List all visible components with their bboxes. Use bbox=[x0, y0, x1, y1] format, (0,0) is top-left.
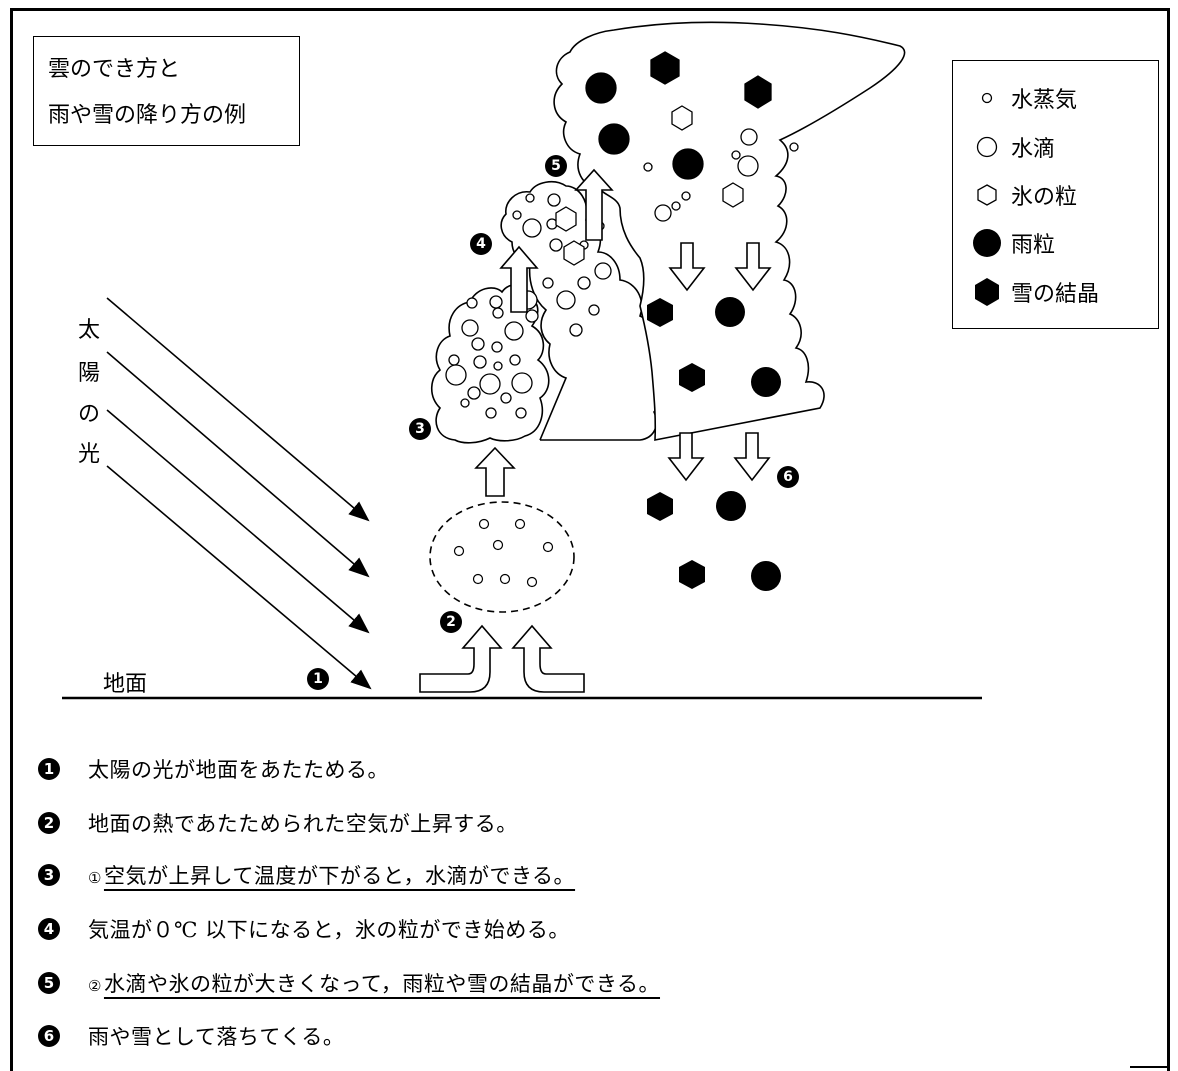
ground-label: 地面 bbox=[103, 672, 148, 697]
sun-ray bbox=[106, 409, 370, 634]
legend-item-droplet: 水滴 bbox=[971, 132, 1055, 162]
title-box: 雲のでき方と 雨や雪の降り方の例 bbox=[33, 36, 300, 146]
up-arrow-to-cloud bbox=[474, 446, 516, 497]
warm-air-arrows bbox=[419, 624, 585, 693]
legend-item-snow: 雪の結晶 bbox=[971, 277, 1099, 307]
sun-ray bbox=[106, 351, 370, 578]
legend: 水蒸気 水滴 氷の粒 雨粒 雪の結晶 bbox=[952, 60, 1159, 329]
step-number-badge: 6 bbox=[38, 1025, 60, 1047]
circle-icon bbox=[971, 132, 1003, 162]
step-5: 5 ②水滴や氷の粒が大きくなって，雨粒や雪の結晶ができる。 bbox=[38, 966, 660, 1000]
legend-item-raindrop: 雨粒 bbox=[971, 228, 1055, 258]
rising-air-parcel bbox=[429, 501, 575, 613]
step-2: 2 地面の熱であたためられた空気が上昇する。 bbox=[38, 806, 518, 840]
step-text: 気温が０℃ 以下になると，氷の粒ができ始める。 bbox=[88, 918, 570, 942]
step-number-badge: 4 bbox=[38, 918, 60, 940]
up-curved-arrow-right bbox=[511, 624, 585, 693]
up-arrow-step5 bbox=[574, 168, 614, 241]
title-line-1: 雲のでき方と bbox=[48, 57, 181, 82]
title-line-2: 雨や雪の降り方の例 bbox=[48, 103, 247, 128]
up-arrow-step4 bbox=[499, 245, 539, 313]
sun-ray bbox=[106, 465, 372, 690]
sunlight-label-char: 太 bbox=[77, 318, 100, 343]
step-text: 水滴や氷の粒が大きくなって，雨粒や雪の結晶ができる。 bbox=[103, 972, 661, 996]
legend-label: 水蒸気 bbox=[1011, 88, 1078, 113]
step-1: 1 太陽の光が地面をあたためる。 bbox=[38, 752, 389, 786]
step-text: 太陽の光が地面をあたためる。 bbox=[88, 758, 389, 782]
middle-cloud-particles bbox=[512, 193, 612, 337]
corner-mark bbox=[1130, 1066, 1170, 1068]
large-cloud bbox=[553, 21, 906, 441]
step-number-badge: 2 bbox=[38, 812, 60, 834]
underline-ref-1: ① bbox=[88, 869, 102, 887]
legend-label: 水滴 bbox=[1011, 137, 1056, 162]
sunlight-label-char: の bbox=[77, 402, 100, 427]
up-curved-arrow-left bbox=[419, 624, 503, 693]
step-3: 3 ①空気が上昇して温度が下がると，水滴ができる。 bbox=[38, 858, 575, 892]
marker-step-2: 2 bbox=[440, 611, 462, 633]
step-number-badge: 5 bbox=[38, 972, 60, 994]
sunlight-label-char: 陽 bbox=[77, 361, 100, 386]
marker-step-3: 3 bbox=[409, 418, 431, 440]
step-text: 地面の熱であたためられた空気が上昇する。 bbox=[88, 812, 518, 836]
sunlight-label-char: 光 bbox=[77, 442, 100, 467]
marker-step-1: 1 bbox=[307, 668, 329, 690]
filled-circle-icon bbox=[971, 228, 1003, 258]
legend-label: 氷の粒 bbox=[1011, 185, 1078, 210]
step-number-badge: 1 bbox=[38, 758, 60, 780]
step-text-container: ①空気が上昇して温度が下がると，水滴ができる。 bbox=[88, 860, 575, 890]
step-text: 雨や雪として落ちてくる。 bbox=[88, 1025, 345, 1049]
outer-frame bbox=[10, 8, 1170, 1071]
filled-hexagon-icon bbox=[971, 277, 1003, 307]
legend-item-vapor: 水蒸気 bbox=[971, 83, 1077, 113]
marker-step-4: 4 bbox=[470, 233, 492, 255]
legend-label: 雨粒 bbox=[1011, 233, 1056, 258]
step-number-badge: 3 bbox=[38, 864, 60, 886]
sunlight-rays bbox=[106, 297, 372, 690]
step-4: 4 気温が０℃ 以下になると，氷の粒ができ始める。 bbox=[38, 912, 570, 946]
marker-step-5: 5 bbox=[545, 155, 567, 177]
falling-arrows-upper bbox=[668, 242, 772, 292]
step-text-container: ②水滴や氷の粒が大きくなって，雨粒や雪の結晶ができる。 bbox=[88, 968, 660, 998]
step-text: 空気が上昇して温度が下がると，水滴ができる。 bbox=[103, 864, 576, 888]
falling-precipitation bbox=[647, 297, 781, 591]
marker-step-6: 6 bbox=[777, 466, 799, 488]
small-circle-icon bbox=[971, 83, 1003, 113]
underline-ref-2: ② bbox=[88, 977, 102, 995]
hexagon-icon bbox=[971, 180, 1003, 210]
large-cloud-particles bbox=[585, 51, 799, 222]
legend-item-ice: 氷の粒 bbox=[971, 180, 1077, 210]
falling-arrows-lower bbox=[667, 432, 771, 482]
sun-ray bbox=[106, 297, 370, 522]
step-6: 6 雨や雪として落ちてくる。 bbox=[38, 1019, 344, 1053]
vapor-in-parcel bbox=[453, 518, 554, 588]
legend-label: 雪の結晶 bbox=[1011, 282, 1100, 307]
